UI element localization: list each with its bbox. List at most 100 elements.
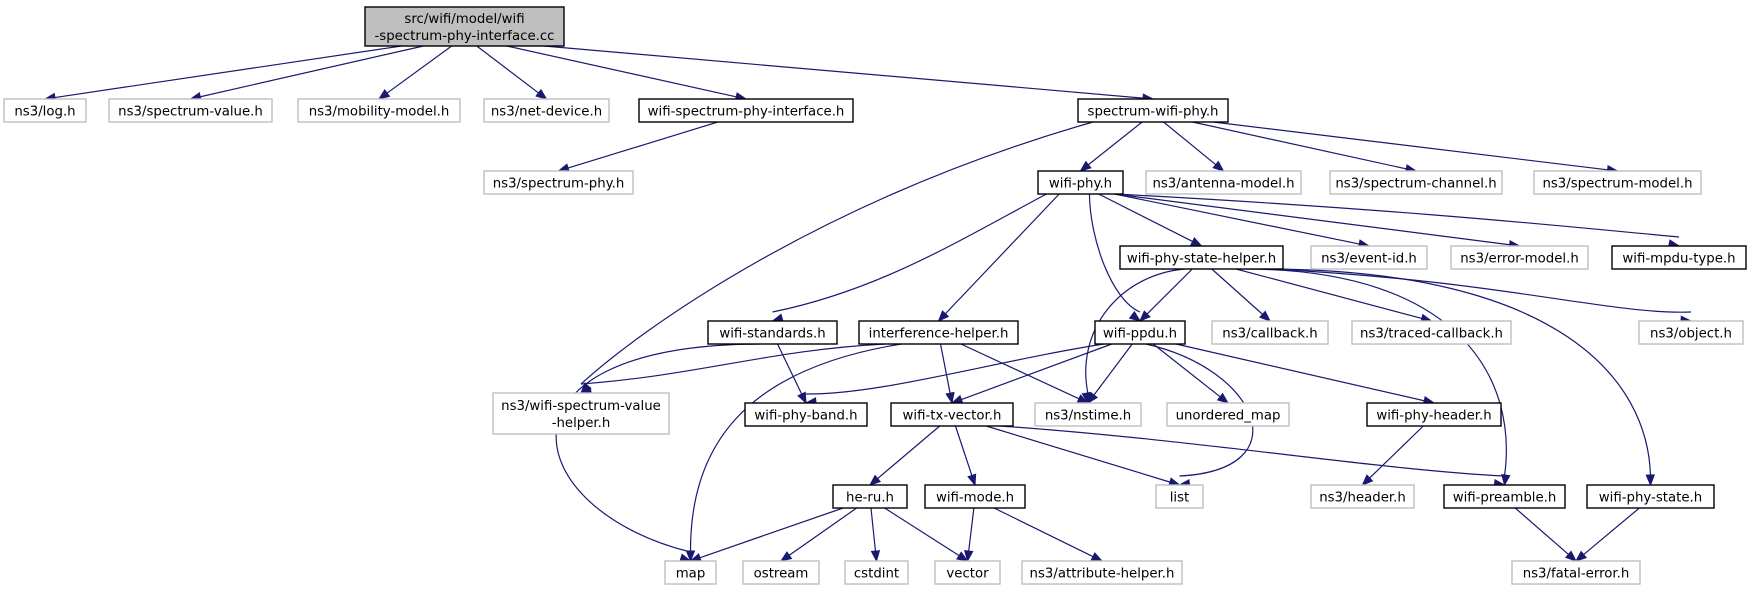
edge-wifi-tx-vector-to-wifi-mode — [954, 425, 977, 487]
node-label: src/wifi/model/wifi — [404, 12, 524, 27]
node-wifi-preamble[interactable]: wifi-preamble.h — [1443, 484, 1566, 509]
arrowhead — [1574, 550, 1588, 562]
node-box — [1533, 170, 1702, 195]
edge-wifi-phy-state-helper-to-wifi-preamble — [1246, 268, 1511, 487]
node-mobility-model: ns3/mobility-model.h — [297, 98, 461, 123]
node-traced-callback: ns3/traced-callback.h — [1351, 320, 1512, 345]
node-box — [483, 170, 634, 195]
node-label: ns3/error-model.h — [1460, 252, 1579, 267]
node-ostream: ostream — [742, 560, 820, 585]
node-wifi-mode[interactable]: wifi-mode.h — [924, 484, 1026, 509]
edge-line — [580, 343, 885, 385]
edge-wifi-phy-to-interference-helper — [937, 193, 1060, 322]
node-he-ru[interactable]: he-ru.h — [832, 484, 908, 509]
edge-line — [199, 45, 424, 98]
node-label: unordered_map — [1176, 409, 1281, 424]
node-fatal-error: ns3/fatal-error.h — [1511, 560, 1641, 585]
edge-interference-helper-to-wifi-tx-vector — [939, 343, 955, 405]
node-label: wifi-phy-header.h — [1376, 409, 1491, 424]
edge-wifi-phy-state-helper-to-wifi-phy-state — [1266, 268, 1655, 487]
node-label: ns3/attribute-helper.h — [1030, 567, 1175, 582]
edge-line — [1514, 507, 1570, 556]
node-wifi-phy-header[interactable]: wifi-phy-header.h — [1366, 402, 1502, 427]
edge-line — [1114, 193, 1680, 238]
node-wifi-spectrum-phy-interface[interactable]: wifi-spectrum-phy-interface.h — [638, 98, 854, 123]
edge-wifi-phy-state-helper-to-object — [1266, 268, 1693, 325]
edge-line — [967, 507, 975, 553]
edge-he-ru-to-vector — [884, 507, 969, 562]
edge-he-ru-to-cstdint — [870, 507, 881, 563]
node-wifi-phy-state[interactable]: wifi-phy-state.h — [1586, 484, 1715, 509]
arrowhead — [1259, 310, 1272, 322]
edge-line — [1192, 121, 1408, 170]
node-label: wifi-mpdu-type.h — [1622, 252, 1735, 267]
node-label: ns3/spectrum-model.h — [1542, 177, 1692, 192]
node-box — [1366, 402, 1502, 427]
edge-line — [772, 193, 1047, 313]
node-box — [1077, 98, 1229, 123]
node-box — [297, 98, 461, 123]
edge-interference-helper-to-nstime — [960, 343, 1090, 404]
node-box — [1450, 245, 1589, 270]
edge-wifi-phy-state-helper-to-callback — [1211, 268, 1272, 322]
edge-wifi-phy-to-error-model — [1114, 193, 1521, 250]
node-spectrum-phy: ns3/spectrum-phy.h — [483, 170, 634, 195]
node-antenna-model: ns3/antenna-model.h — [1145, 170, 1302, 195]
edge-wifi-ppdu-to-wifi-phy-band — [804, 343, 1105, 407]
arrowhead — [1212, 160, 1225, 172]
node-box — [108, 98, 273, 123]
edge-line — [876, 425, 941, 480]
node-label: map — [676, 567, 706, 582]
arrowhead — [868, 474, 882, 486]
node-label: wifi-ppdu.h — [1103, 327, 1177, 342]
node-box — [1094, 320, 1186, 345]
node-label: ns3/object.h — [1650, 327, 1732, 342]
node-box — [1586, 484, 1715, 509]
node-list: list — [1155, 484, 1204, 509]
edge-line — [506, 45, 738, 98]
node-spectrum-wifi-phy[interactable]: spectrum-wifi-phy.h — [1077, 98, 1229, 123]
edge-line — [1163, 121, 1217, 166]
node-label: ns3/nstime.h — [1045, 409, 1131, 424]
edge-root-to-mobility-model — [377, 45, 453, 100]
node-event-id: ns3/event-id.h — [1310, 245, 1428, 270]
arrowhead — [1128, 310, 1142, 322]
node-object: ns3/object.h — [1638, 320, 1744, 345]
edge-interference-helper-to-map — [685, 343, 902, 563]
node-box — [744, 402, 868, 427]
node-box — [3, 98, 87, 123]
arrowhead — [1501, 473, 1511, 487]
node-box — [1021, 560, 1183, 585]
edge-line — [1114, 193, 1361, 245]
node-label: ostream — [754, 567, 809, 582]
edge-he-ru-to-map — [689, 507, 844, 563]
node-attribute-helper: ns3/attribute-helper.h — [1021, 560, 1183, 585]
node-label: he-ru.h — [846, 491, 894, 506]
node-label: -helper.h — [552, 416, 611, 431]
node-wifi-tx-vector[interactable]: wifi-tx-vector.h — [890, 402, 1014, 427]
edge-line — [1246, 268, 1507, 477]
node-wifi-phy-state-helper[interactable]: wifi-phy-state-helper.h — [1119, 245, 1284, 270]
arrowhead — [1090, 552, 1104, 562]
node-wifi-standards[interactable]: wifi-standards.h — [707, 320, 838, 345]
node-net-device: ns3/net-device.h — [483, 98, 610, 123]
node-label: list — [1170, 491, 1190, 506]
edge-line — [1175, 343, 1426, 402]
node-interference-helper[interactable]: interference-helper.h — [858, 320, 1019, 345]
node-wifi-mpdu-type[interactable]: wifi-mpdu-type.h — [1611, 245, 1747, 270]
edge-wifi-phy-header-to-header — [1361, 425, 1424, 486]
node-label: ns3/spectrum-phy.h — [493, 177, 625, 192]
node-wifi-ppdu[interactable]: wifi-ppdu.h — [1094, 320, 1186, 345]
edge-line — [884, 507, 961, 557]
arrowhead — [377, 88, 391, 100]
node-wifi-phy[interactable]: wifi-phy.h — [1037, 170, 1124, 195]
edge-line — [1088, 193, 1141, 313]
node-root[interactable]: src/wifi/model/wifi-spectrum-phy-interfa… — [364, 6, 565, 47]
node-box — [1119, 245, 1284, 270]
edge-line — [1092, 343, 1133, 397]
node-wifi-phy-band[interactable]: wifi-phy-band.h — [744, 402, 868, 427]
node-box — [858, 320, 1019, 345]
node-box — [638, 98, 854, 123]
node-callback: ns3/callback.h — [1211, 320, 1329, 345]
arrowhead — [797, 391, 807, 405]
